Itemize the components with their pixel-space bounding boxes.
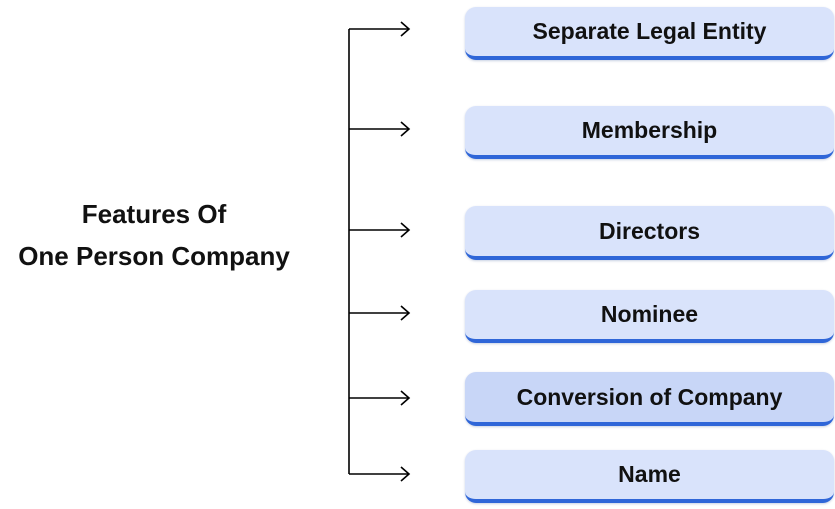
branch-arrow-3 [349, 222, 411, 238]
diagram-title: Features Of One Person Company [0, 193, 308, 277]
branch-arrow-2 [349, 121, 411, 137]
feature-box-directors: Directors [465, 206, 834, 260]
feature-box-conversion-of-company: Conversion of Company [465, 372, 834, 426]
feature-box-separate-legal-entity: Separate Legal Entity [465, 7, 834, 60]
branch-arrow-6 [349, 466, 411, 482]
feature-box-membership: Membership [465, 106, 834, 159]
branch-arrow-1 [349, 21, 411, 37]
branch-arrow-5 [349, 390, 411, 406]
feature-box-nominee: Nominee [465, 290, 834, 343]
title-line-2: One Person Company [18, 241, 290, 271]
title-line-1: Features Of [81, 199, 227, 229]
branch-arrow-4 [349, 305, 411, 321]
feature-box-name: Name [465, 450, 834, 503]
